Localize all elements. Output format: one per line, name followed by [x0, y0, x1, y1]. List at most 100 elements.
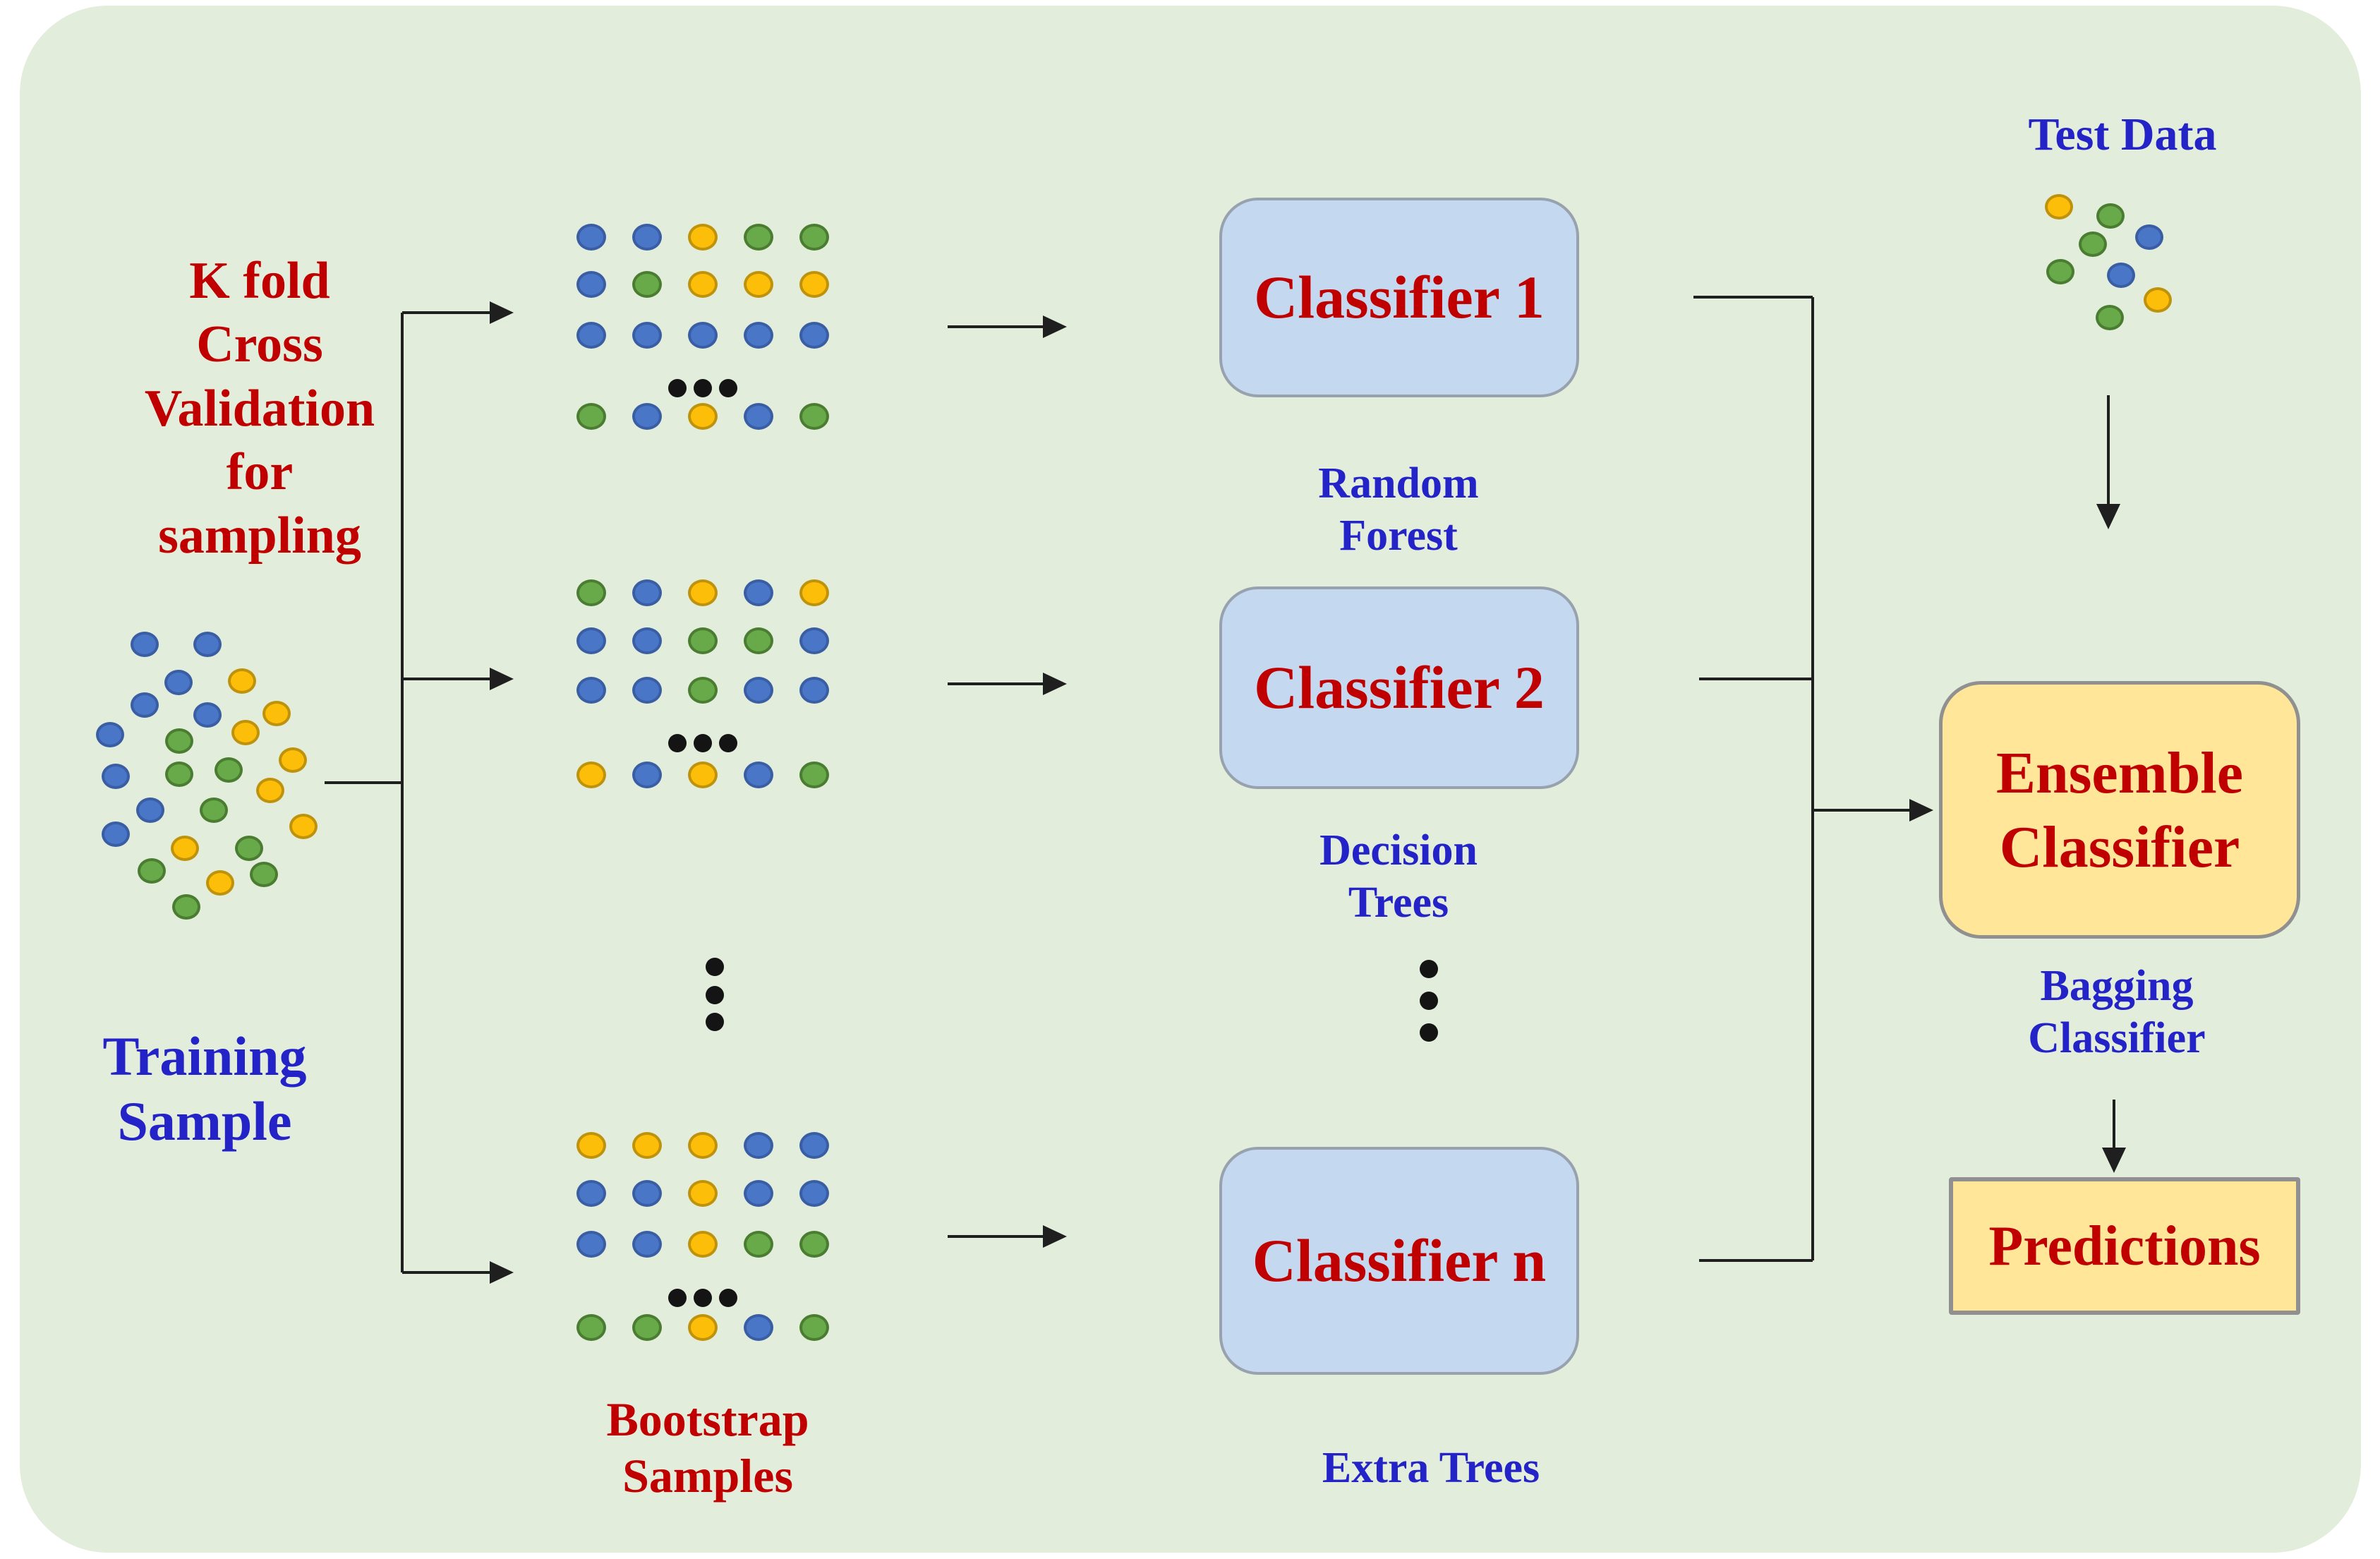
- bootstrap-sample-2-point: [799, 579, 829, 606]
- sample2-to-classifier2-arrow: [948, 673, 1067, 695]
- bootstrap-sample-2-ellipsis-dot: [694, 734, 712, 752]
- bootstrap-sample-n-point: [744, 1314, 773, 1341]
- training-sample-point: [171, 836, 199, 861]
- bootstrap-ellipsis-dot: [706, 958, 724, 976]
- bootstrap-sample-1-point: [744, 403, 773, 430]
- bootstrap-sample-n-point: [799, 1180, 829, 1207]
- training-sample-point: [289, 814, 318, 839]
- bootstrap-sample-2-point: [576, 677, 606, 704]
- classifier-ellipsis-dot: [1420, 992, 1438, 1010]
- classifier-n-box: Classifier n: [1219, 1147, 1579, 1375]
- training-sample-point: [256, 778, 284, 803]
- bootstrap-sample-n-point: [632, 1180, 662, 1207]
- test-data-point: [2144, 287, 2172, 313]
- bootstrap-sample-n-point: [632, 1132, 662, 1159]
- bootstrap-sample-n-point: [688, 1231, 718, 1258]
- sample1-to-classifier1-arrow: [948, 315, 1067, 338]
- bootstrap-sample-1-ellipsis-dot: [668, 379, 687, 397]
- bootstrap-sample-1-ellipsis-dot: [694, 379, 712, 397]
- classifier-2-box: Classifier 2: [1219, 586, 1579, 789]
- training-sample-point: [193, 702, 222, 728]
- predictions-box: Predictions: [1949, 1177, 2300, 1315]
- test-data-label: Test Data: [2028, 109, 2217, 160]
- kfold-label: K fold Cross Validation for sampling: [144, 252, 375, 565]
- testdata-to-ensemble-arrow: [2096, 395, 2120, 529]
- test-data-point: [2046, 259, 2074, 284]
- classifier-ellipsis-dot: [1420, 1023, 1438, 1042]
- bootstrap-sample-1-point: [576, 224, 606, 251]
- bootstrap-sample-2-point: [632, 677, 662, 704]
- training-sample-point: [200, 797, 228, 823]
- test-data-point: [2045, 194, 2073, 219]
- training-sample-point: [131, 692, 159, 718]
- bootstrap-sample-2-point: [799, 677, 829, 704]
- bootstrap-sample-2-point: [632, 762, 662, 788]
- training-sample-point: [165, 728, 193, 754]
- classifier-2-title: Classifier 2: [1254, 653, 1545, 721]
- classifier-n-title: Classifier n: [1252, 1226, 1547, 1294]
- bootstrap-sample-2-ellipsis-dot: [719, 734, 737, 752]
- bootstrap-sample-n-point: [688, 1132, 718, 1159]
- bootstrap-sample-1-point: [799, 271, 829, 298]
- bootstrap-sample-2-point: [576, 627, 606, 654]
- training-sample-point: [215, 757, 243, 783]
- bootstrap-sample-n-point: [799, 1132, 829, 1159]
- bootstrap-ellipsis-dot: [706, 1013, 724, 1031]
- training-sample-point: [165, 762, 193, 787]
- training-sample-point: [250, 862, 278, 887]
- bootstrap-sample-n-point: [799, 1231, 829, 1258]
- ensemble-classifier-title: Ensemble Classifier: [1995, 740, 2244, 880]
- bootstrap-sample-n-point: [688, 1314, 718, 1341]
- classifier-1-title: Classifier 1: [1254, 263, 1545, 331]
- training-sample-point: [102, 821, 130, 847]
- bootstrap-sample-1-point: [799, 322, 829, 349]
- bootstrap-samples-label: Bootstrap Samples: [606, 1392, 809, 1503]
- bootstrap-sample-2-point: [632, 627, 662, 654]
- bootstrap-sample-2-point: [799, 762, 829, 788]
- training-sample-point: [231, 720, 260, 745]
- bootstrap-sample-1-point: [576, 322, 606, 349]
- bootstrap-sample-1-point: [632, 271, 662, 298]
- bootstrap-sample-2-point: [688, 677, 718, 704]
- bootstrap-sample-2-point: [688, 579, 718, 606]
- bootstrap-sample-1-point: [576, 271, 606, 298]
- bootstrap-sample-1-point: [688, 403, 718, 430]
- predictions-title: Predictions: [1988, 1215, 2261, 1277]
- training-sample-point: [235, 836, 263, 861]
- test-data-point: [2079, 231, 2107, 257]
- test-data-point: [2107, 263, 2135, 288]
- bootstrap-sample-n-point: [576, 1180, 606, 1207]
- bootstrap-sample-n-point: [632, 1314, 662, 1341]
- bootstrap-sample-2-point: [744, 579, 773, 606]
- bootstrap-sample-2-point: [632, 579, 662, 606]
- bootstrap-sample-2-point: [688, 627, 718, 654]
- training-sample-point: [228, 668, 256, 694]
- bootstrap-sample-n-point: [576, 1132, 606, 1159]
- bootstrap-sample-1-point: [744, 271, 773, 298]
- bootstrap-sample-1-point: [576, 403, 606, 430]
- bootstrap-sample-2-point: [576, 762, 606, 788]
- bootstrap-sample-1-point: [632, 322, 662, 349]
- branch-arrow-3: [402, 1261, 514, 1284]
- samplen-to-classifiern-arrow: [948, 1225, 1067, 1248]
- branch-arrow-1: [402, 301, 514, 324]
- bootstrap-sample-1-point: [744, 322, 773, 349]
- bootstrap-sample-2-point: [744, 677, 773, 704]
- branch-arrow-2: [402, 668, 514, 690]
- test-data-point: [2096, 203, 2125, 229]
- bootstrap-sample-2-point: [799, 627, 829, 654]
- bootstrap-sample-n-point: [576, 1314, 606, 1341]
- training-sample-point: [102, 764, 130, 789]
- bootstrap-sample-n-ellipsis-dot: [719, 1289, 737, 1307]
- training-sample-point: [138, 858, 166, 884]
- training-sample-point: [262, 701, 291, 726]
- bootstrap-sample-2-point: [688, 762, 718, 788]
- training-sample-point: [206, 870, 234, 896]
- decision-trees-label: Decision Trees: [1319, 826, 1478, 927]
- bootstrap-sample-n-point: [576, 1231, 606, 1258]
- bagging-classifier-label: Bagging Classifier: [2028, 962, 2206, 1063]
- bootstrap-sample-1-point: [799, 403, 829, 430]
- bootstrap-ellipsis-dot: [706, 986, 724, 1004]
- random-forest-label: Random Forest: [1318, 459, 1479, 560]
- training-sample-label: Training Sample: [102, 1025, 307, 1152]
